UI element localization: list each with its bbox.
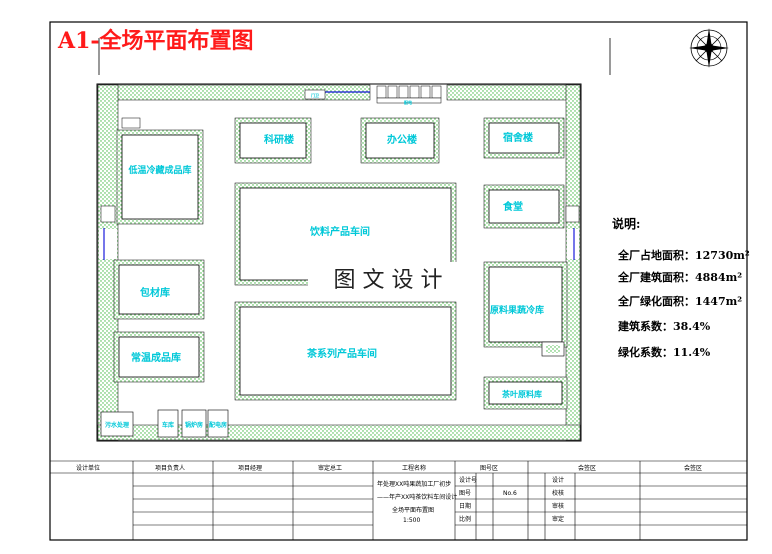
label-power: 配电房: [209, 421, 227, 429]
tb-project-2: ——年产XX吨茶饮料车间设计: [377, 493, 457, 501]
compass-rose-icon: [689, 28, 729, 68]
building-dormitory: 宿舍楼: [483, 117, 565, 159]
label-tea-workshop: 茶系列产品车间: [306, 347, 377, 360]
building-canteen: 食堂: [483, 184, 565, 229]
label-raw-storage: 原料果蔬冷库: [490, 304, 544, 316]
label-canteen: 食堂: [502, 200, 523, 213]
building-office: 办公楼: [360, 117, 440, 164]
building-tea-raw: 茶叶原料库: [483, 376, 568, 410]
label-garage: 车库: [162, 421, 174, 429]
label-wastewater: 污水处理: [105, 421, 129, 429]
tb-row1-2: 图号: [459, 490, 471, 497]
tb-row1-4: 比例: [459, 515, 471, 523]
tb-row2-2: 校核: [552, 489, 564, 497]
small-room-label: 配电: [404, 99, 412, 105]
label-tea-raw: 茶叶原料库: [501, 389, 542, 399]
tb-project-1: 年处理XX吨果蔬加工厂初步: [377, 480, 451, 488]
building-packaging: 包材库: [113, 259, 205, 320]
tb-row1-3: 日期: [459, 502, 471, 510]
tb-header-5: 工程名称: [402, 464, 426, 472]
tb-header-3: 项目经理: [238, 464, 262, 472]
building-cold-storage: 低温冷藏成品库: [116, 129, 204, 225]
label-research: 科研楼: [264, 133, 294, 146]
tb-row1-1: 设计号: [459, 476, 477, 484]
tb-row2-1: 设计: [552, 476, 564, 484]
tb-row2-4: 审定: [552, 515, 564, 523]
tb-header-7: 会签区: [578, 464, 596, 472]
label-boiler: 锅炉房: [185, 421, 203, 429]
building-tea-workshop: 茶系列产品车间: [234, 301, 457, 401]
site-boundary: [96, 83, 582, 442]
building-ambient-storage: 常温成品库: [113, 331, 205, 383]
building-raw-storage: 原料果蔬冷库: [483, 261, 568, 357]
label-drink-workshop: 饮料产品车间: [309, 225, 370, 238]
title-block: [50, 460, 747, 540]
title-block-text: 设计单位 项目负责人 项目经理 审定总工 工程名称 图号区 会签区 会签区 年处…: [76, 464, 702, 524]
tb-project-3: 全场平面布置图: [392, 506, 434, 514]
note-line-1: 全厂占地面积：12730m²: [617, 248, 750, 262]
gate-parking: [376, 85, 442, 104]
building-research: 科研楼: [234, 117, 312, 164]
tb-header-2: 项目负责人: [155, 464, 185, 472]
tb-drawing-no: No.6: [503, 490, 517, 497]
watermark-text: 图 文 设 计: [334, 268, 443, 293]
label-ambient-storage: 常温成品库: [131, 351, 181, 364]
tb-project-4: 1:500: [403, 517, 420, 524]
note-line-5: 绿化系数：11.4%: [618, 345, 711, 359]
label-dormitory: 宿舍楼: [503, 131, 533, 144]
tb-header-4: 审定总工: [318, 464, 342, 472]
drawing-title: A1-全场平面布置图: [57, 28, 254, 54]
drawing-frame: [49, 21, 748, 541]
notes-heading: 说明:: [612, 216, 640, 231]
notes-block: 说明: 全厂占地面积：12730m² 全厂建筑面积：4884m² 全厂绿化面积：…: [612, 216, 750, 359]
bottom-utility-buildings: 污水处理 车库 锅炉房 配电房: [100, 409, 229, 438]
note-line-4: 建筑系数：38.4%: [618, 319, 711, 333]
note-line-3: 全厂绿化面积：1447m²: [617, 294, 742, 308]
label-cold-storage: 低温冷藏成品库: [127, 164, 191, 176]
gate-label: 门卫: [311, 92, 319, 98]
tb-row2-3: 审核: [552, 502, 564, 510]
note-line-2: 全厂建筑面积：4884m²: [617, 270, 742, 284]
tb-header-1: 设计单位: [76, 464, 100, 472]
tb-header-8: 会签区: [684, 464, 702, 472]
label-packaging: 包材库: [140, 286, 170, 299]
tb-header-6: 图号区: [480, 465, 498, 472]
label-office: 办公楼: [387, 133, 417, 146]
